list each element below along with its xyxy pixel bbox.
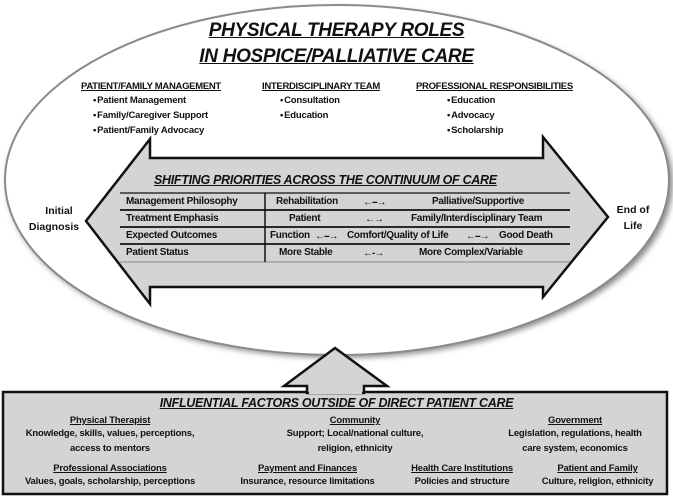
factor-physical-therapist: Physical Therapist Knowledge, skills, va… [10,415,210,456]
factor-community: Community Support; Local/national cultur… [255,415,455,456]
start-label-line-2: Diagnosis [28,221,80,233]
influential-factors-box [1,390,669,496]
factor-heading: Patient and Family [557,463,638,474]
end-label-line-1: End of [616,204,650,216]
role-column-interdisciplinary: INTERDISCIPLINARY TEAM Consultation Educ… [262,81,380,123]
row-to: Palliative/Supportive [432,196,525,207]
priorities-table-grid [120,192,570,263]
factor-text: Culture, religion, ethnicity [541,476,654,487]
row-from: Function [270,230,310,241]
factor-text: Legislation, regulations, health [508,428,642,439]
title-line-1: PHYSICAL THERAPY ROLES [208,20,465,41]
factor-text: religion, ethnicity [317,443,393,454]
factor-heading: Payment and Finances [258,463,357,474]
bidirectional-arrow-icon: ←→ [365,214,384,225]
role-item: Family/Caregiver Support [93,108,221,123]
start-label-line-1: Initial [45,205,73,217]
end-of-life-label: End of Life [608,202,658,234]
factor-text: care system, economics [522,443,628,454]
row-label-expected-outcomes: Expected Outcomes [126,230,218,241]
factor-professional-associations: Professional Associations Values, goals,… [10,463,210,489]
factor-heading: Physical Therapist [69,415,151,426]
title-line-2: IN HOSPICE/PALLIATIVE CARE [199,46,474,67]
role-heading: INTERDISCIPLINARY TEAM [262,81,380,92]
factor-heading: Professional Associations [53,463,167,474]
role-column-patient-family: PATIENT/FAMILY MANAGEMENT Patient Manage… [81,81,221,138]
role-item: Education [280,108,380,123]
role-item: Patient/Family Advocacy [93,123,221,138]
factor-text: Policies and structure [414,476,510,487]
factor-heading: Community [329,415,381,426]
role-item: Advocacy [447,108,573,123]
bidirectional-arrow-icon: ←--→ [466,231,490,242]
influential-factors-title: INFLUENTIAL FACTORS OUTSIDE OF DIRECT PA… [159,396,514,410]
role-heading: PROFESSIONAL RESPONSIBILITIES [416,81,573,92]
row-to: Good Death [499,230,553,241]
end-label-line-2: Life [623,220,643,232]
row-from: More Stable [279,247,333,258]
row-mid: Comfort/Quality of Life [347,230,449,241]
factor-text: access to mentors [69,443,151,454]
bidirectional-arrow-icon: ←-→ [363,248,384,259]
row-from: Rehabilitation [276,196,338,207]
bidirectional-arrow-icon: ←--→ [363,197,387,208]
initial-diagnosis-label: Initial Diagnosis [29,203,84,235]
role-item: Consultation [280,93,380,108]
row-to: More Complex/Variable [419,247,523,258]
role-column-professional: PROFESSIONAL RESPONSIBILITIES Education … [416,81,573,138]
factor-heading: Government [548,415,602,426]
factor-text: Knowledge, skills, values, perceptions, [25,428,195,439]
bidirectional-arrow-icon: ←--→ [315,231,339,242]
factor-health-care-institutions: Health Care Institutions Policies and st… [397,463,527,489]
role-item: Scholarship [447,123,573,138]
row-label-management-philosophy: Management Philosophy [126,196,238,207]
role-item: Patient Management [93,93,221,108]
factor-text: Support; Local/national culture, [286,428,424,439]
row-to: Family/Interdisciplinary Team [411,213,543,224]
factor-government: Government Legislation, regulations, hea… [490,415,660,456]
continuum-title: SHIFTING PRIORITIES ACROSS THE CONTINUUM… [154,173,497,187]
factor-patient-family: Patient and Family Culture, religion, et… [530,463,665,489]
factor-text: Values, goals, scholarship, perceptions [24,476,196,487]
role-heading: PATIENT/FAMILY MANAGEMENT [81,81,221,92]
factor-payment-finances: Payment and Finances Insurance, resource… [225,463,390,489]
factor-text: Insurance, resource limitations [240,476,375,487]
row-label-treatment-emphasis: Treatment Emphasis [126,213,219,224]
factor-heading: Health Care Institutions [411,463,513,474]
role-item: Education [447,93,573,108]
row-label-patient-status: Patient Status [126,247,189,258]
row-from: Patient [289,213,321,224]
